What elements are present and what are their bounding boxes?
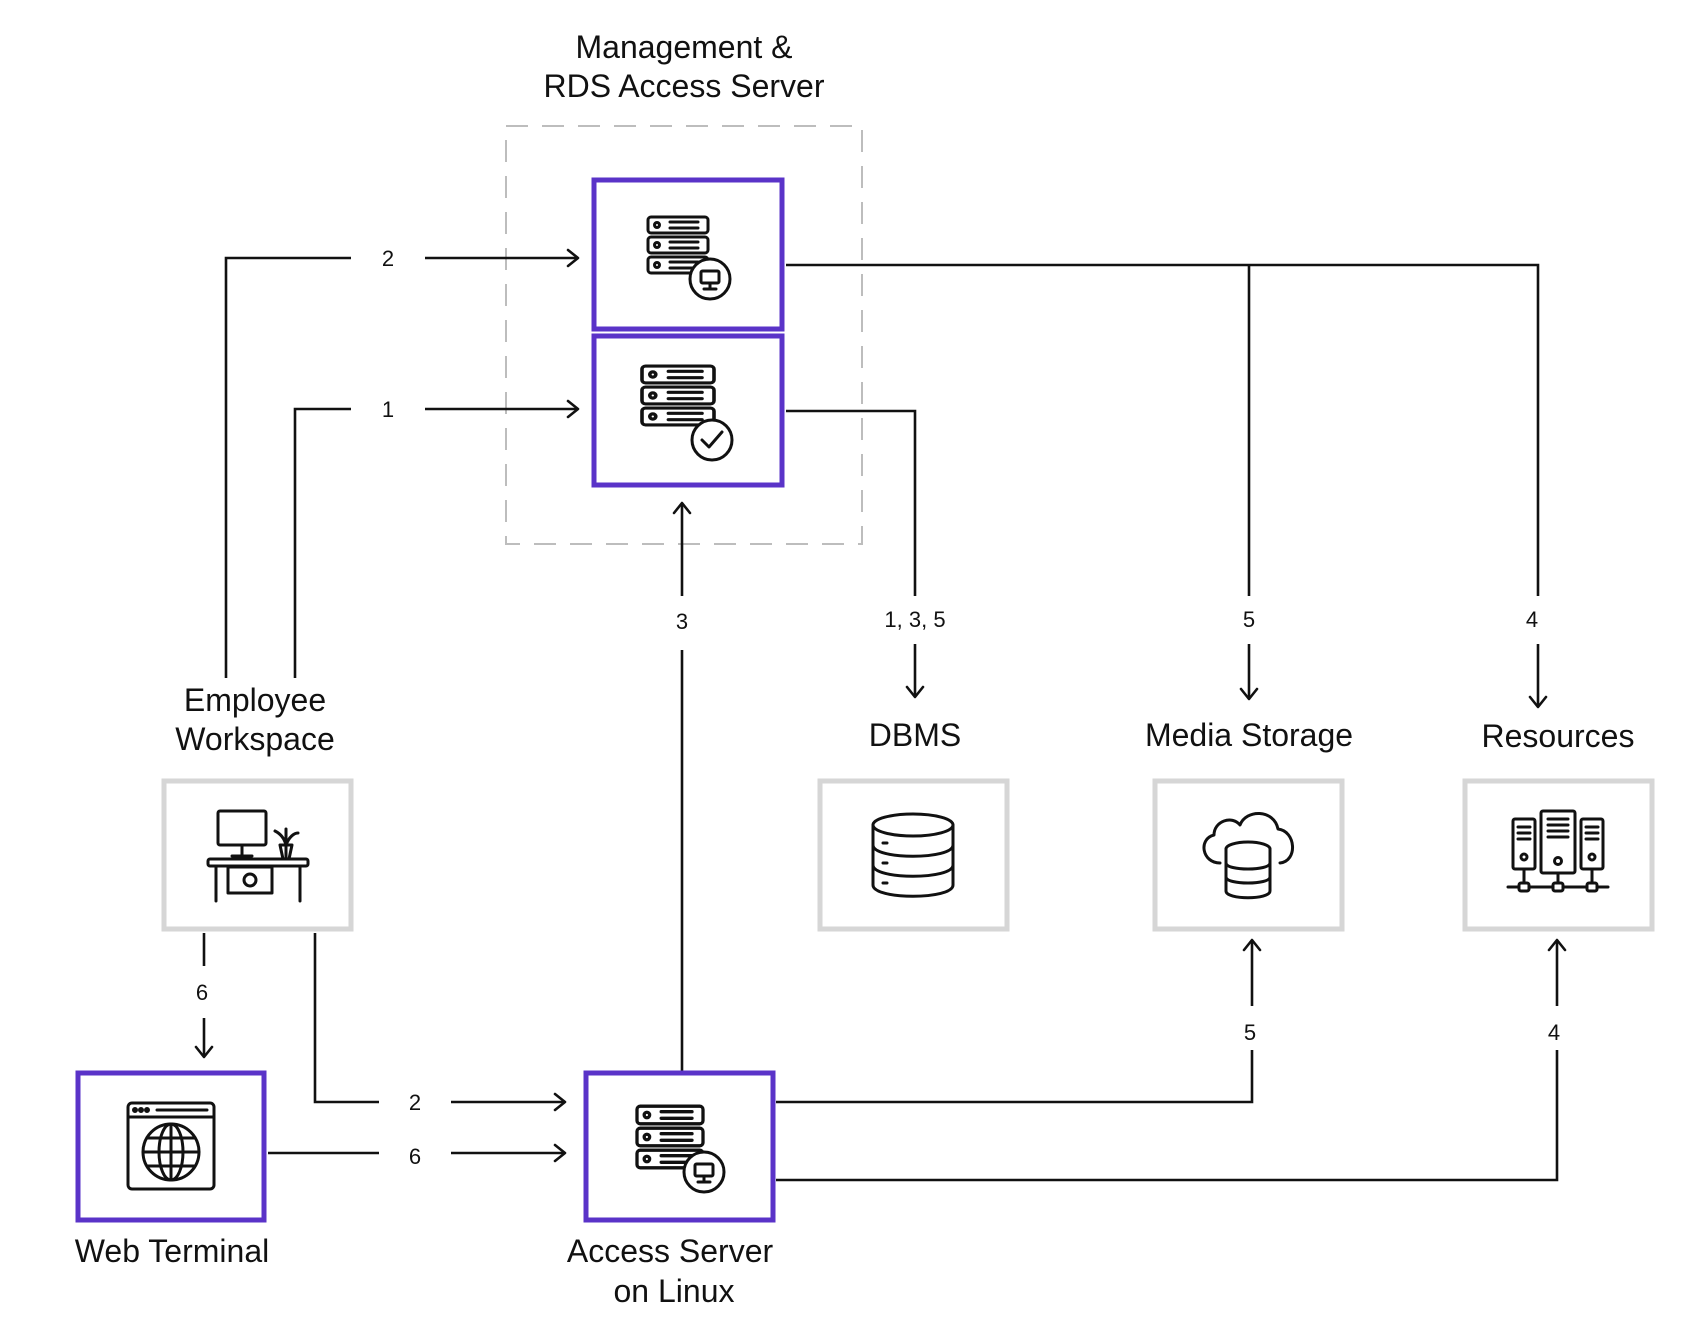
- server-monitor-icon: [635, 1104, 726, 1194]
- access-server-linux-title-line2: on Linux: [614, 1273, 735, 1309]
- browser-globe-icon: [126, 1101, 216, 1191]
- edge-linux-media-arrowhead: [1242, 938, 1262, 952]
- edge-ws-linux-arrowhead: [553, 1092, 567, 1112]
- node-management-server[interactable]: [591, 177, 785, 332]
- edge-ws-linux-label: 2: [409, 1090, 421, 1115]
- edge-terminal-linux-arrowhead: [553, 1143, 567, 1163]
- dbms-title: DBMS: [869, 717, 961, 753]
- edge-linux-resources-arrowhead: [1547, 938, 1567, 952]
- node-web-terminal[interactable]: Web Terminal: [75, 1070, 269, 1269]
- edge-linux-rds-label: 3: [676, 609, 688, 634]
- group-title-line1: Management &: [575, 29, 792, 65]
- edge-ws-terminal-label: 6: [196, 980, 208, 1005]
- edge-ws-rds-line-a: [293, 407, 351, 678]
- edge-ws-rds-label: 1: [382, 397, 394, 422]
- cloud-database-icon: [1202, 812, 1294, 900]
- node-resources[interactable]: Resources: [1462, 718, 1655, 932]
- edge-mgmt-media-label: 5: [1243, 607, 1255, 632]
- desk-workspace-icon: [206, 809, 310, 903]
- resources-title: Resources: [1482, 718, 1635, 754]
- server-rack-icon: [1506, 809, 1610, 893]
- server-monitor-icon: [646, 215, 732, 301]
- edge-linux-media-line-a: [776, 1050, 1254, 1104]
- edge-mgmt-media-arrowhead: [1239, 687, 1259, 701]
- group-title-line2: RDS Access Server: [544, 68, 825, 104]
- employee-workspace-title-line2: Workspace: [175, 721, 334, 757]
- edge-linux-resources-label: 4: [1548, 1020, 1560, 1045]
- node-employee-workspace[interactable]: Employee Workspace: [161, 682, 354, 932]
- node-dbms[interactable]: DBMS: [817, 717, 1010, 932]
- edge-ws-mgmt-line-a: [224, 256, 351, 678]
- rds-server-box: [591, 333, 785, 488]
- edge-rds-dbms-label: 1, 3, 5: [884, 607, 945, 632]
- node-media-storage[interactable]: Media Storage: [1145, 717, 1353, 932]
- edge-ws-rds-arrowhead: [566, 399, 580, 419]
- edge-mgmt-resources-label: 4: [1526, 607, 1538, 632]
- node-rds-server[interactable]: [591, 333, 785, 488]
- access-server-linux-title-line1: Access Server: [567, 1233, 774, 1269]
- node-access-server-linux[interactable]: Access Server on Linux: [567, 1070, 776, 1309]
- media-storage-title: Media Storage: [1145, 717, 1353, 753]
- edge-linux-resources-line-a: [776, 1050, 1559, 1182]
- edge-ws-linux-line-a: [313, 933, 379, 1104]
- edge-rds-dbms-arrowhead: [905, 685, 925, 699]
- edge-mgmt-resources-arrowhead: [1528, 695, 1548, 709]
- edge-linux-media-label: 5: [1244, 1020, 1256, 1045]
- edge-ws-terminal-arrowhead: [194, 1045, 214, 1059]
- employee-workspace-box: [161, 778, 354, 932]
- edge-rds-dbms-line-a: [786, 409, 917, 596]
- server-check-icon: [640, 364, 734, 462]
- connectors: 2 1 3 1, 3, 5 4 5 6 2: [194, 246, 1567, 1182]
- edge-linux-rds-arrowhead: [672, 501, 692, 515]
- management-group-border: [505, 125, 863, 545]
- edge-ws-mgmt-label: 2: [382, 246, 394, 271]
- edge-ws-mgmt-arrowhead: [566, 248, 580, 268]
- database-icon: [871, 812, 955, 898]
- employee-workspace-title-line1: Employee: [184, 682, 326, 718]
- web-terminal-title: Web Terminal: [75, 1233, 269, 1269]
- edge-mgmt-resources-line-a: [786, 263, 1540, 596]
- edge-terminal-linux-label: 6: [409, 1144, 421, 1169]
